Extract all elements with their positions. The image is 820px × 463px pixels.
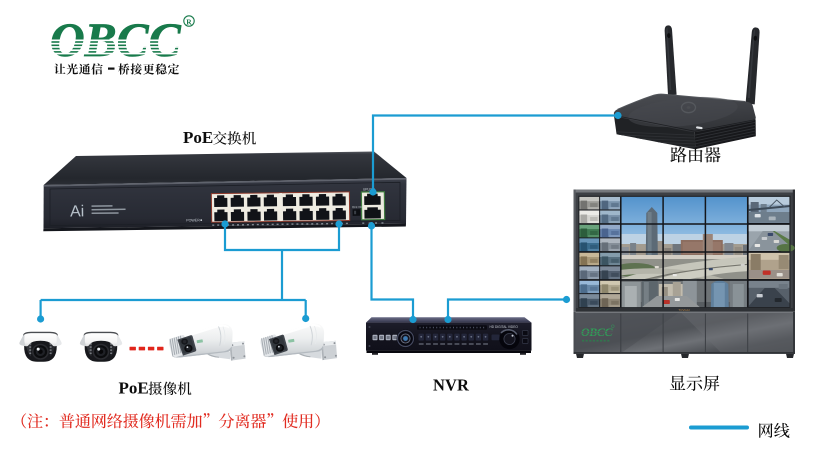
svg-text:PoE: PoE: [119, 379, 149, 398]
svg-text:PoE: PoE: [183, 128, 213, 147]
svg-text:TCVGAI: TCVGAI: [678, 308, 689, 312]
svg-text:UPLINK: UPLINK: [363, 187, 376, 191]
svg-text:Ai: Ai: [70, 203, 84, 220]
svg-text:OFF ON: OFF ON: [352, 205, 363, 209]
svg-text:POWER: POWER: [186, 218, 200, 222]
svg-text:R: R: [186, 17, 192, 26]
svg-text:HD DIGITAL VIDEO: HD DIGITAL VIDEO: [490, 325, 519, 329]
svg-text:OBCC: OBCC: [581, 325, 613, 339]
svg-text:NVR: NVR: [433, 376, 470, 395]
